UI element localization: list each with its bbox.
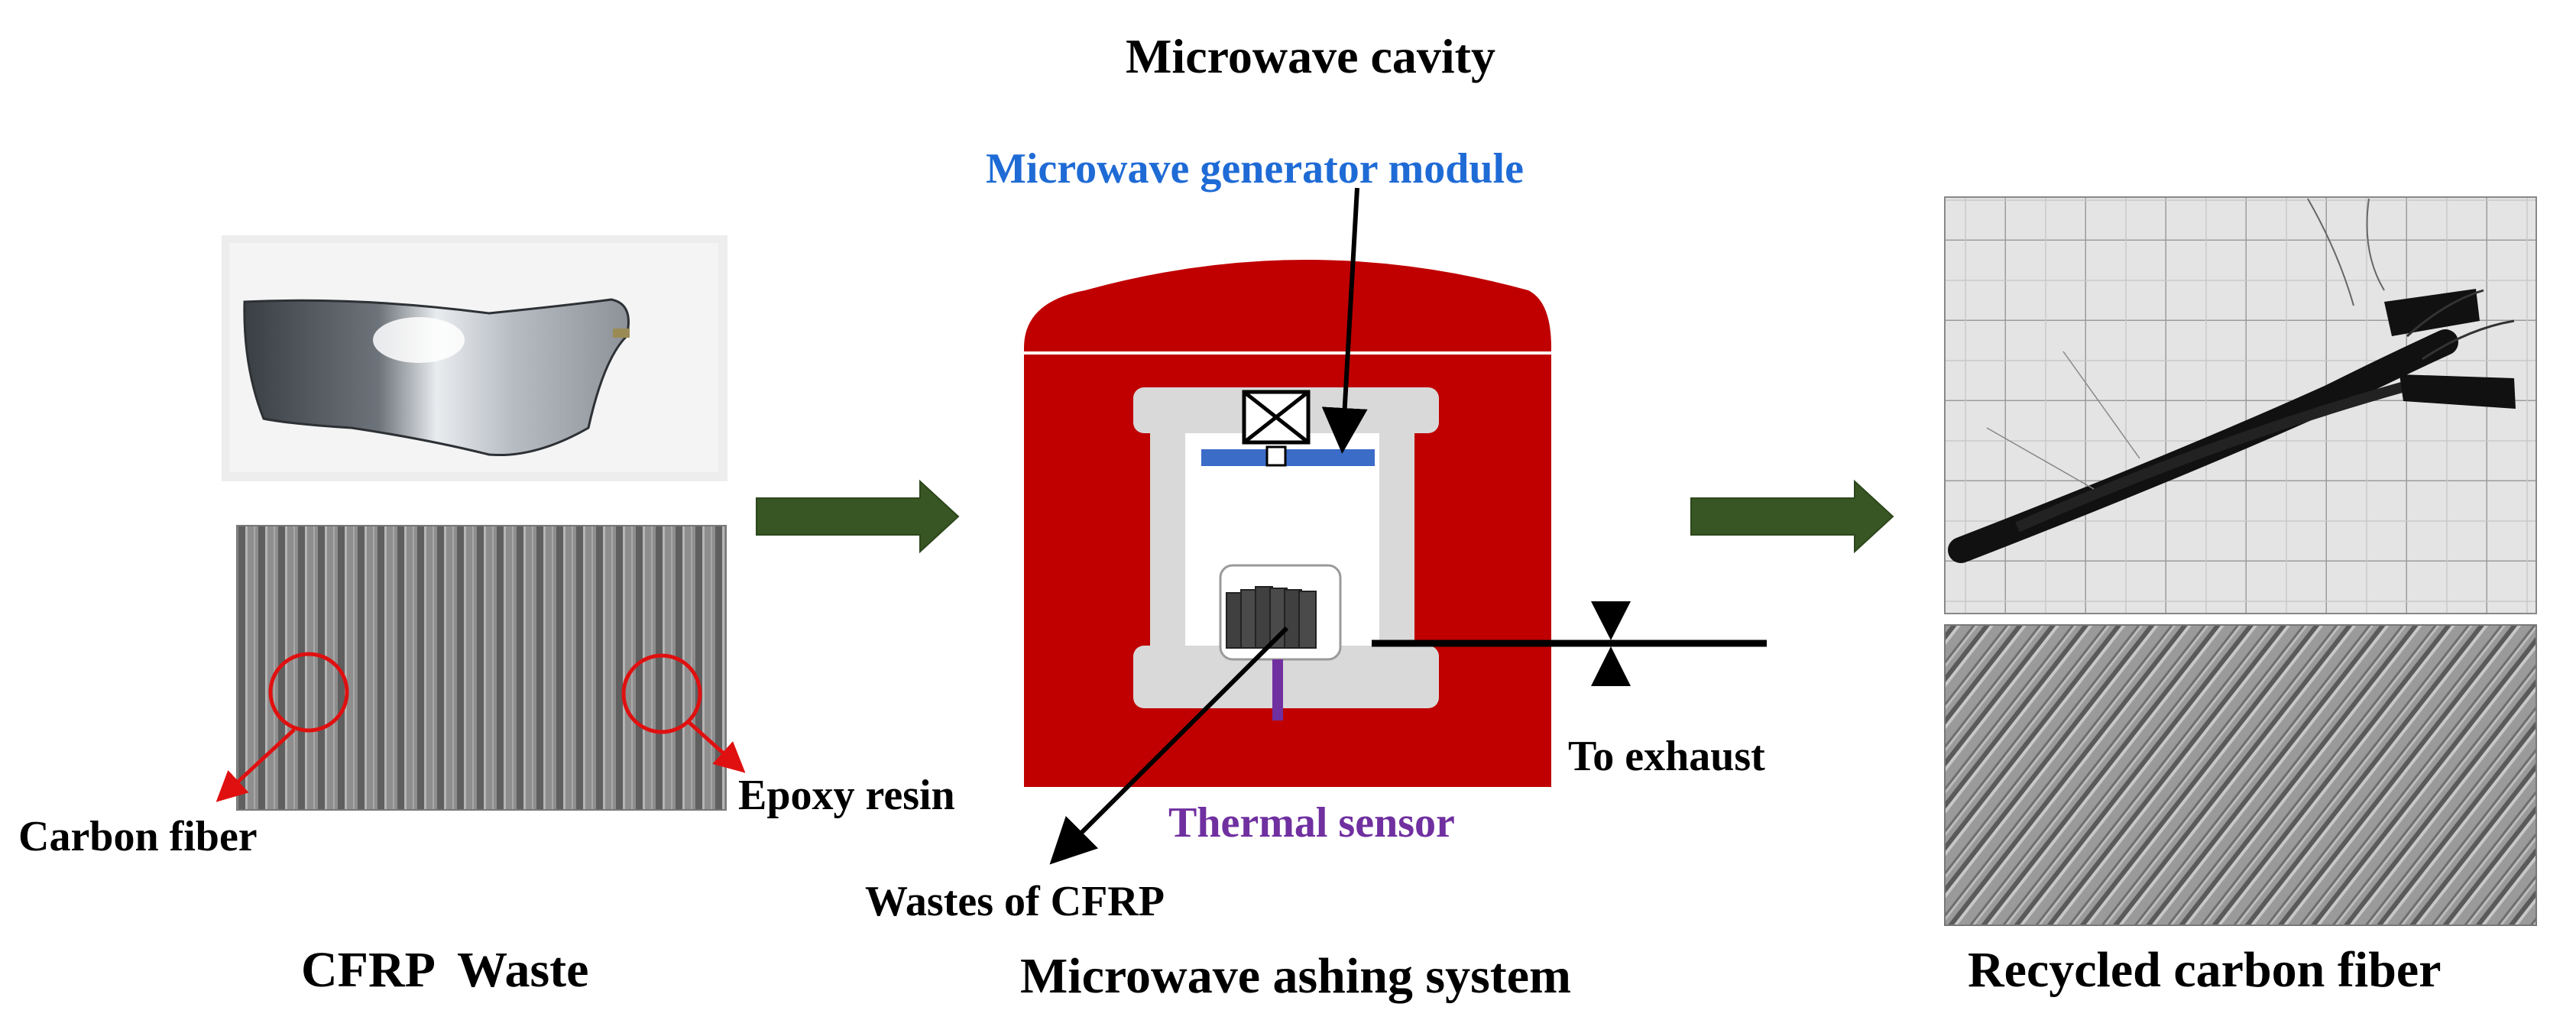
- generator-module-label: Microwave generator module: [986, 145, 1524, 193]
- process-arrow-2: [1690, 479, 1894, 554]
- microwave-generator-icon: [1242, 390, 1311, 467]
- process-arrow-1: [756, 479, 960, 554]
- recycled-fiber-sem-image: [1944, 624, 2537, 926]
- epoxy-resin-label: Epoxy resin: [738, 772, 955, 819]
- recycled-fiber-photo: [1944, 196, 2537, 614]
- to-exhaust-label: To exhaust: [1568, 733, 1765, 780]
- cfrp-waste-photo: [222, 235, 727, 481]
- recycled-carbon-fiber-caption: Recycled carbon fiber: [1968, 942, 2442, 998]
- cfrp-pointer-arrow: [1049, 626, 1289, 865]
- cfrp-sample-holder: [1219, 564, 1342, 661]
- thermal-sensor-label: Thermal sensor: [1168, 799, 1455, 847]
- epoxy-resin-marker-circle: [621, 653, 746, 773]
- exhaust-valve-icon: [1591, 601, 1631, 686]
- carbon-fiber-marker-circle: [215, 652, 349, 802]
- generator-pointer-arrow: [1321, 187, 1368, 454]
- thermal-sensor-rod: [1272, 659, 1283, 720]
- cfrp-waste-caption: CFRP Waste: [301, 942, 589, 998]
- microwave-ashing-system-caption: Microwave ashing system: [1020, 948, 1572, 1004]
- cfrp-sem-image: [236, 525, 727, 811]
- microwave-generator-plate: [1201, 449, 1375, 466]
- carbon-fiber-label: Carbon fiber: [18, 813, 258, 860]
- microwave-cavity-label: Microwave cavity: [1126, 29, 1495, 83]
- wastes-of-cfrp-label: Wastes of CFRP: [865, 878, 1165, 925]
